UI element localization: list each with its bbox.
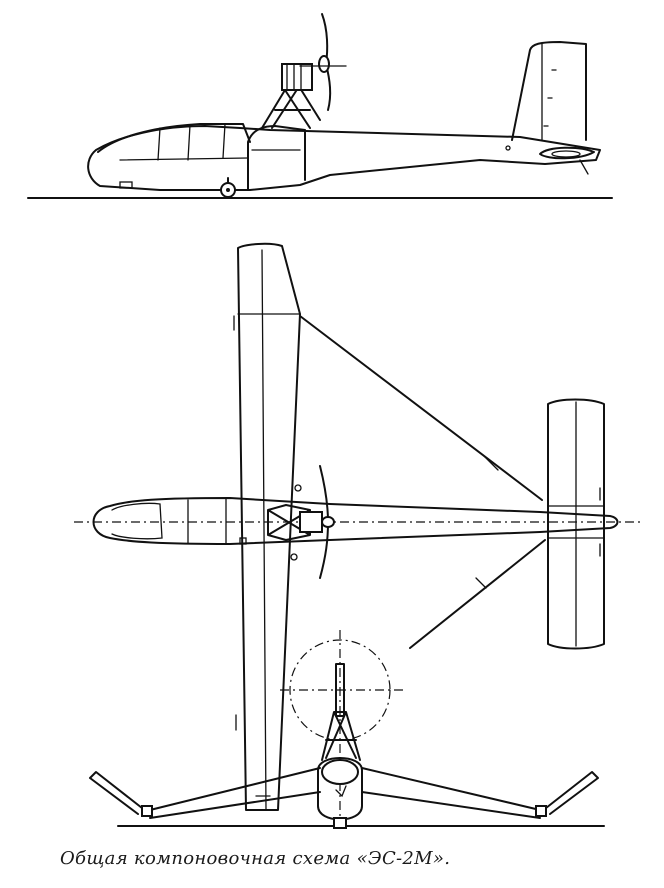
front-left-tip-skid (141, 805, 153, 817)
front-cockpit-mark (335, 785, 347, 798)
side-tail-fin (511, 41, 587, 141)
side-wheel-hub (226, 188, 230, 192)
top-wing (237, 242, 301, 811)
side-view (27, 13, 613, 199)
side-canopy-frame-1 (157, 127, 161, 161)
top-wing-strut (299, 315, 543, 501)
front-right-tip-panel (545, 771, 599, 815)
top-strut-fitting (483, 455, 499, 471)
side-marker (505, 145, 511, 151)
side-spinner (318, 55, 330, 73)
top-lower-strut-fitting (475, 577, 487, 589)
side-canopy (97, 123, 251, 153)
top-fuselage (92, 497, 619, 545)
front-view (89, 630, 605, 830)
figure-caption: Общая компоновочная схема «ЭС-2М». (60, 848, 451, 869)
front-right-wing (361, 767, 541, 819)
front-right-tip-skid (535, 805, 547, 817)
side-fuselage (87, 125, 601, 191)
top-engine (299, 511, 323, 533)
front-fuselage (317, 757, 363, 821)
side-engine-pylon (261, 87, 321, 129)
side-tail-skid (579, 159, 589, 175)
front-engine-pylon (321, 711, 361, 761)
front-main-wheel (333, 817, 347, 829)
side-canopy-frame-2 (187, 124, 191, 161)
side-canopy-frame-3 (222, 123, 226, 159)
top-detail-circle-1 (294, 484, 302, 492)
top-view (74, 242, 640, 811)
top-spinner (321, 516, 335, 528)
top-detail-square (239, 537, 247, 545)
front-left-wing (149, 767, 321, 819)
side-stabilizer (539, 146, 595, 160)
three-view-drawing (27, 13, 640, 830)
front-engine-cowl (321, 759, 359, 785)
front-left-tip-panel (89, 771, 143, 815)
side-stabilizer-slot (551, 150, 581, 158)
top-lower-strut (409, 539, 546, 649)
top-detail-circle-2 (290, 553, 298, 561)
top-canopy-front (111, 502, 163, 540)
side-canopy-sill (119, 157, 249, 161)
top-aileron-hinge (261, 249, 267, 811)
side-nose-skid (119, 181, 133, 189)
side-wing-root (247, 125, 306, 191)
top-tail-plane (547, 398, 605, 650)
